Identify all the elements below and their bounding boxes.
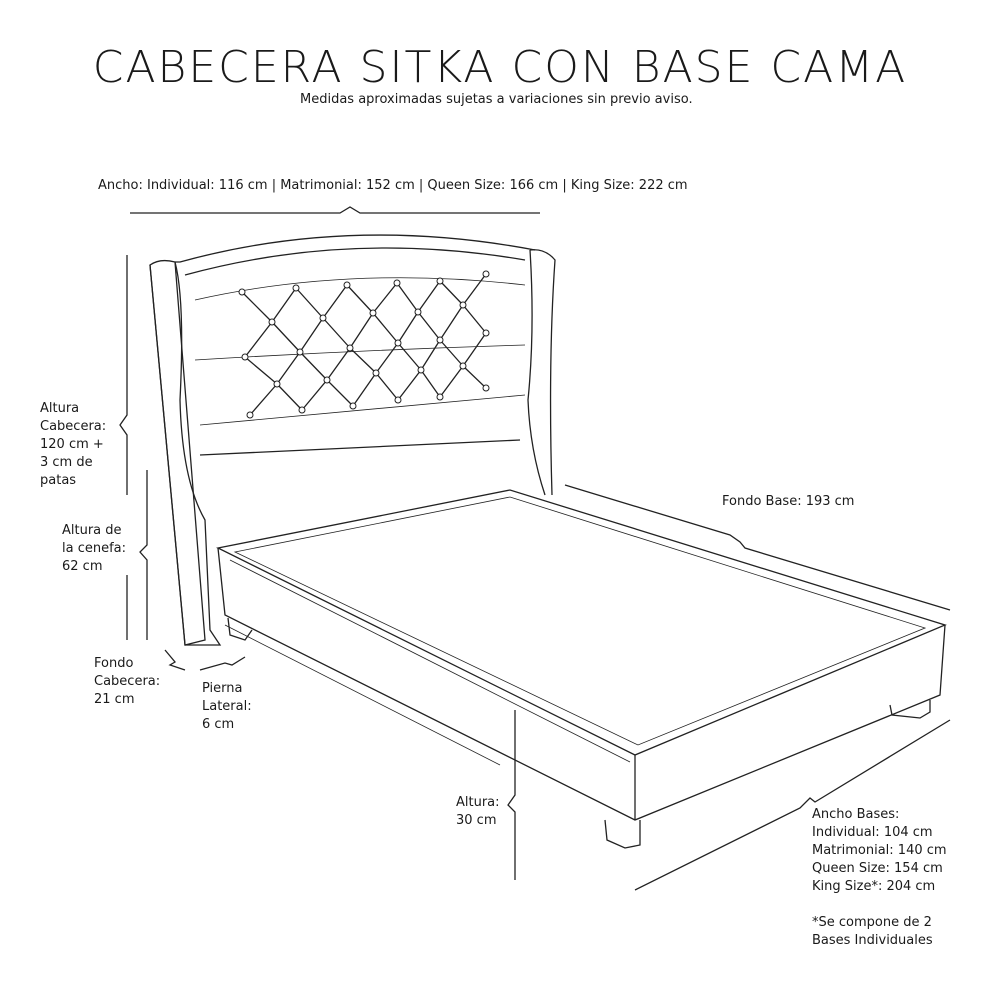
tuft-fold: [417, 311, 441, 341]
tuft-fold: [375, 342, 399, 374]
page-title: CABECERA SITKA CON BASE CAMA: [92, 42, 908, 93]
width-label: Ancho: Individual: 116 cm | Matrimonial:…: [98, 178, 688, 193]
tuft-fold: [322, 317, 351, 349]
tuft-fold: [271, 287, 297, 323]
tuft-button: [298, 406, 306, 414]
tuft-fold: [301, 379, 328, 411]
tuft-button: [482, 329, 490, 337]
tuft-button: [459, 362, 467, 370]
tuft-button: [273, 380, 281, 388]
side-leg-label: Pierna Lateral: 6 cm: [202, 681, 252, 732]
tuft-fold: [241, 291, 273, 323]
tuft-fold: [352, 372, 377, 407]
height-label: Altura: 30 cm: [456, 795, 500, 828]
subtitle: Medidas aproximadas sujetas a variacione…: [300, 92, 693, 107]
tuft-fold: [462, 273, 487, 306]
tuft-fold: [349, 347, 377, 374]
tuft-fold: [276, 351, 301, 385]
tuft-fold: [299, 351, 328, 381]
headboard-height-label: Altura Cabecera: 120 cm + 3 cm de patas: [40, 401, 107, 488]
tuft-button: [296, 348, 304, 356]
tuft-fold: [397, 342, 422, 371]
tuft-fold: [375, 372, 399, 401]
tuft-button: [246, 411, 254, 419]
tuft-fold: [439, 280, 464, 306]
base-width-label: Ancho Bases: Individual: 104 cm Matrimon…: [812, 807, 947, 894]
tuft-fold: [346, 284, 374, 314]
tuft-button: [292, 284, 300, 292]
tuft-fold: [417, 280, 441, 313]
tuft-fold: [244, 356, 278, 385]
tuft-fold: [462, 332, 487, 367]
tuft-button: [436, 393, 444, 401]
tuft-fold: [349, 312, 374, 349]
tuft-fold: [462, 365, 487, 389]
bed-base: [216, 489, 947, 849]
tuft-button: [369, 309, 377, 317]
tuft-button: [436, 277, 444, 285]
tuft-fold: [439, 304, 464, 341]
tuft-fold: [462, 304, 487, 334]
dimension-lines: [119, 206, 951, 891]
tuft-fold: [322, 284, 348, 319]
tuft-button: [414, 308, 422, 316]
leg-front: [604, 819, 641, 849]
tuft-fold: [299, 317, 324, 353]
tuft-fold: [249, 383, 278, 416]
tuft-button: [394, 339, 402, 347]
leg-left: [227, 617, 253, 641]
tuft-fold: [271, 321, 301, 353]
tuft-button: [241, 353, 249, 361]
tuft-fold: [420, 369, 441, 398]
tuft-button: [268, 318, 276, 326]
tuft-fold: [276, 383, 303, 411]
tuft-fold: [244, 321, 273, 358]
tuft-button: [482, 384, 490, 392]
tuft-fold: [396, 282, 419, 313]
headboard-depth-label: Fondo Cabecera: 21 cm: [94, 656, 161, 707]
tuft-button: [323, 376, 331, 384]
tuft-button: [393, 279, 401, 287]
tuft-fold: [397, 311, 419, 344]
tuft-button: [482, 270, 490, 278]
tuft-fold: [420, 339, 441, 371]
tuft-button: [319, 314, 327, 322]
tuft-button: [343, 281, 351, 289]
tuft-fold: [295, 287, 324, 319]
leg-right: [889, 700, 931, 719]
tuft-button: [394, 396, 402, 404]
tuft-fold: [326, 347, 351, 381]
valance-height-label: Altura de la cenefa: 62 cm: [62, 523, 127, 574]
headboard: [149, 234, 556, 646]
note-label: *Se compone de 2 Bases Individuales: [812, 915, 933, 948]
tuft-fold: [326, 379, 354, 407]
tuft-button: [417, 366, 425, 374]
tuft-button: [346, 344, 354, 352]
tuft-fold: [372, 312, 399, 344]
tuft-fold: [372, 282, 398, 314]
tuft-button: [238, 288, 246, 296]
tuft-fold: [397, 369, 422, 401]
tuft-button: [349, 402, 357, 410]
tuft-button: [372, 369, 380, 377]
base-depth-label: Fondo Base: 193 cm: [722, 494, 855, 509]
tuft-fold: [439, 365, 464, 398]
tuft-button: [436, 336, 444, 344]
tuft-button: [459, 301, 467, 309]
tuft-fold: [439, 339, 464, 367]
